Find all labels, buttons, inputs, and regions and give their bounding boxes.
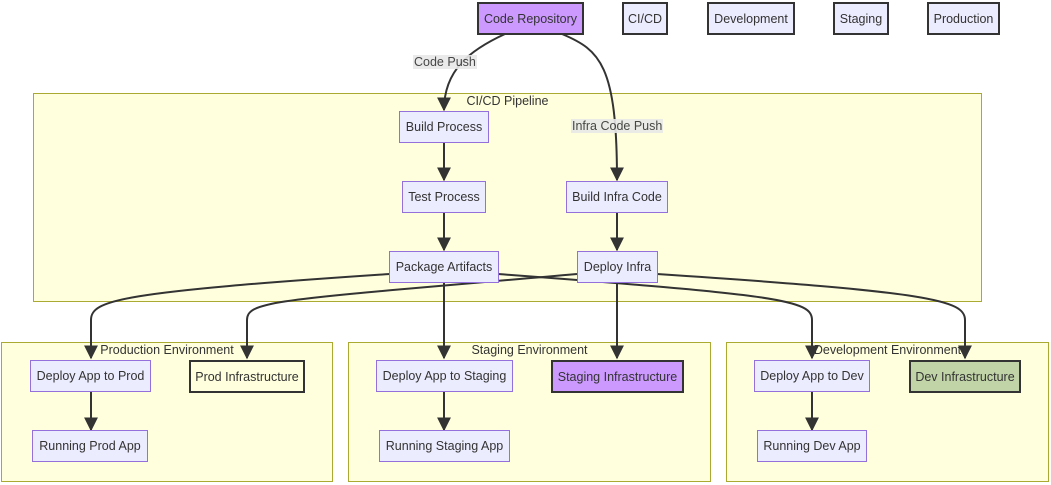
- cluster-title: Development Environment: [813, 343, 962, 357]
- edge-deploy-infra-to-dev-infra: [656, 273, 972, 360]
- node-prod-infrastructure[interactable]: Prod Infrastructure: [189, 360, 305, 393]
- cluster-cicd-pipeline: CI/CD Pipeline: [33, 93, 982, 302]
- legend-staging: Staging: [833, 2, 889, 35]
- legend-production: Production: [927, 2, 1000, 35]
- cluster-title: Production Environment: [100, 343, 234, 357]
- node-build-infra-code[interactable]: Build Infra Code: [566, 181, 668, 213]
- edge-repo-to-build-infra: [561, 33, 624, 182]
- node-dev-infrastructure[interactable]: Dev Infrastructure: [909, 360, 1021, 393]
- node-running-prod-app[interactable]: Running Prod App: [32, 430, 148, 462]
- node-deploy-infra[interactable]: Deploy Infra: [577, 251, 658, 283]
- node-deploy-app-to-prod[interactable]: Deploy App to Prod: [30, 360, 151, 392]
- node-deploy-app-to-staging[interactable]: Deploy App to Staging: [376, 360, 513, 392]
- edge-package-to-deploy-prod: [84, 273, 391, 360]
- legend-development: Development: [707, 2, 795, 35]
- edge-package-to-deploy-dev: [497, 273, 819, 360]
- node-running-staging-app[interactable]: Running Staging App: [379, 430, 510, 462]
- node-code-repository[interactable]: Code Repository: [477, 2, 584, 35]
- cluster-title: Staging Environment: [471, 343, 588, 357]
- edge-deploy-infra-to-prod-infra: [240, 273, 578, 360]
- cluster-title: CI/CD Pipeline: [466, 94, 549, 108]
- node-deploy-app-to-dev[interactable]: Deploy App to Dev: [754, 360, 870, 392]
- node-package-artifacts[interactable]: Package Artifacts: [389, 251, 499, 283]
- edge-label-code-push: Code Push: [413, 55, 477, 69]
- node-test-process[interactable]: Test Process: [402, 181, 486, 213]
- node-build-process[interactable]: Build Process: [399, 111, 489, 143]
- node-running-dev-app[interactable]: Running Dev App: [757, 430, 867, 462]
- node-staging-infrastructure[interactable]: Staging Infrastructure: [551, 360, 684, 393]
- legend-ci-cd: CI/CD: [622, 2, 668, 35]
- edge-label-infra-code-push: Infra Code Push: [571, 119, 664, 133]
- edge-repo-to-build: [437, 33, 506, 112]
